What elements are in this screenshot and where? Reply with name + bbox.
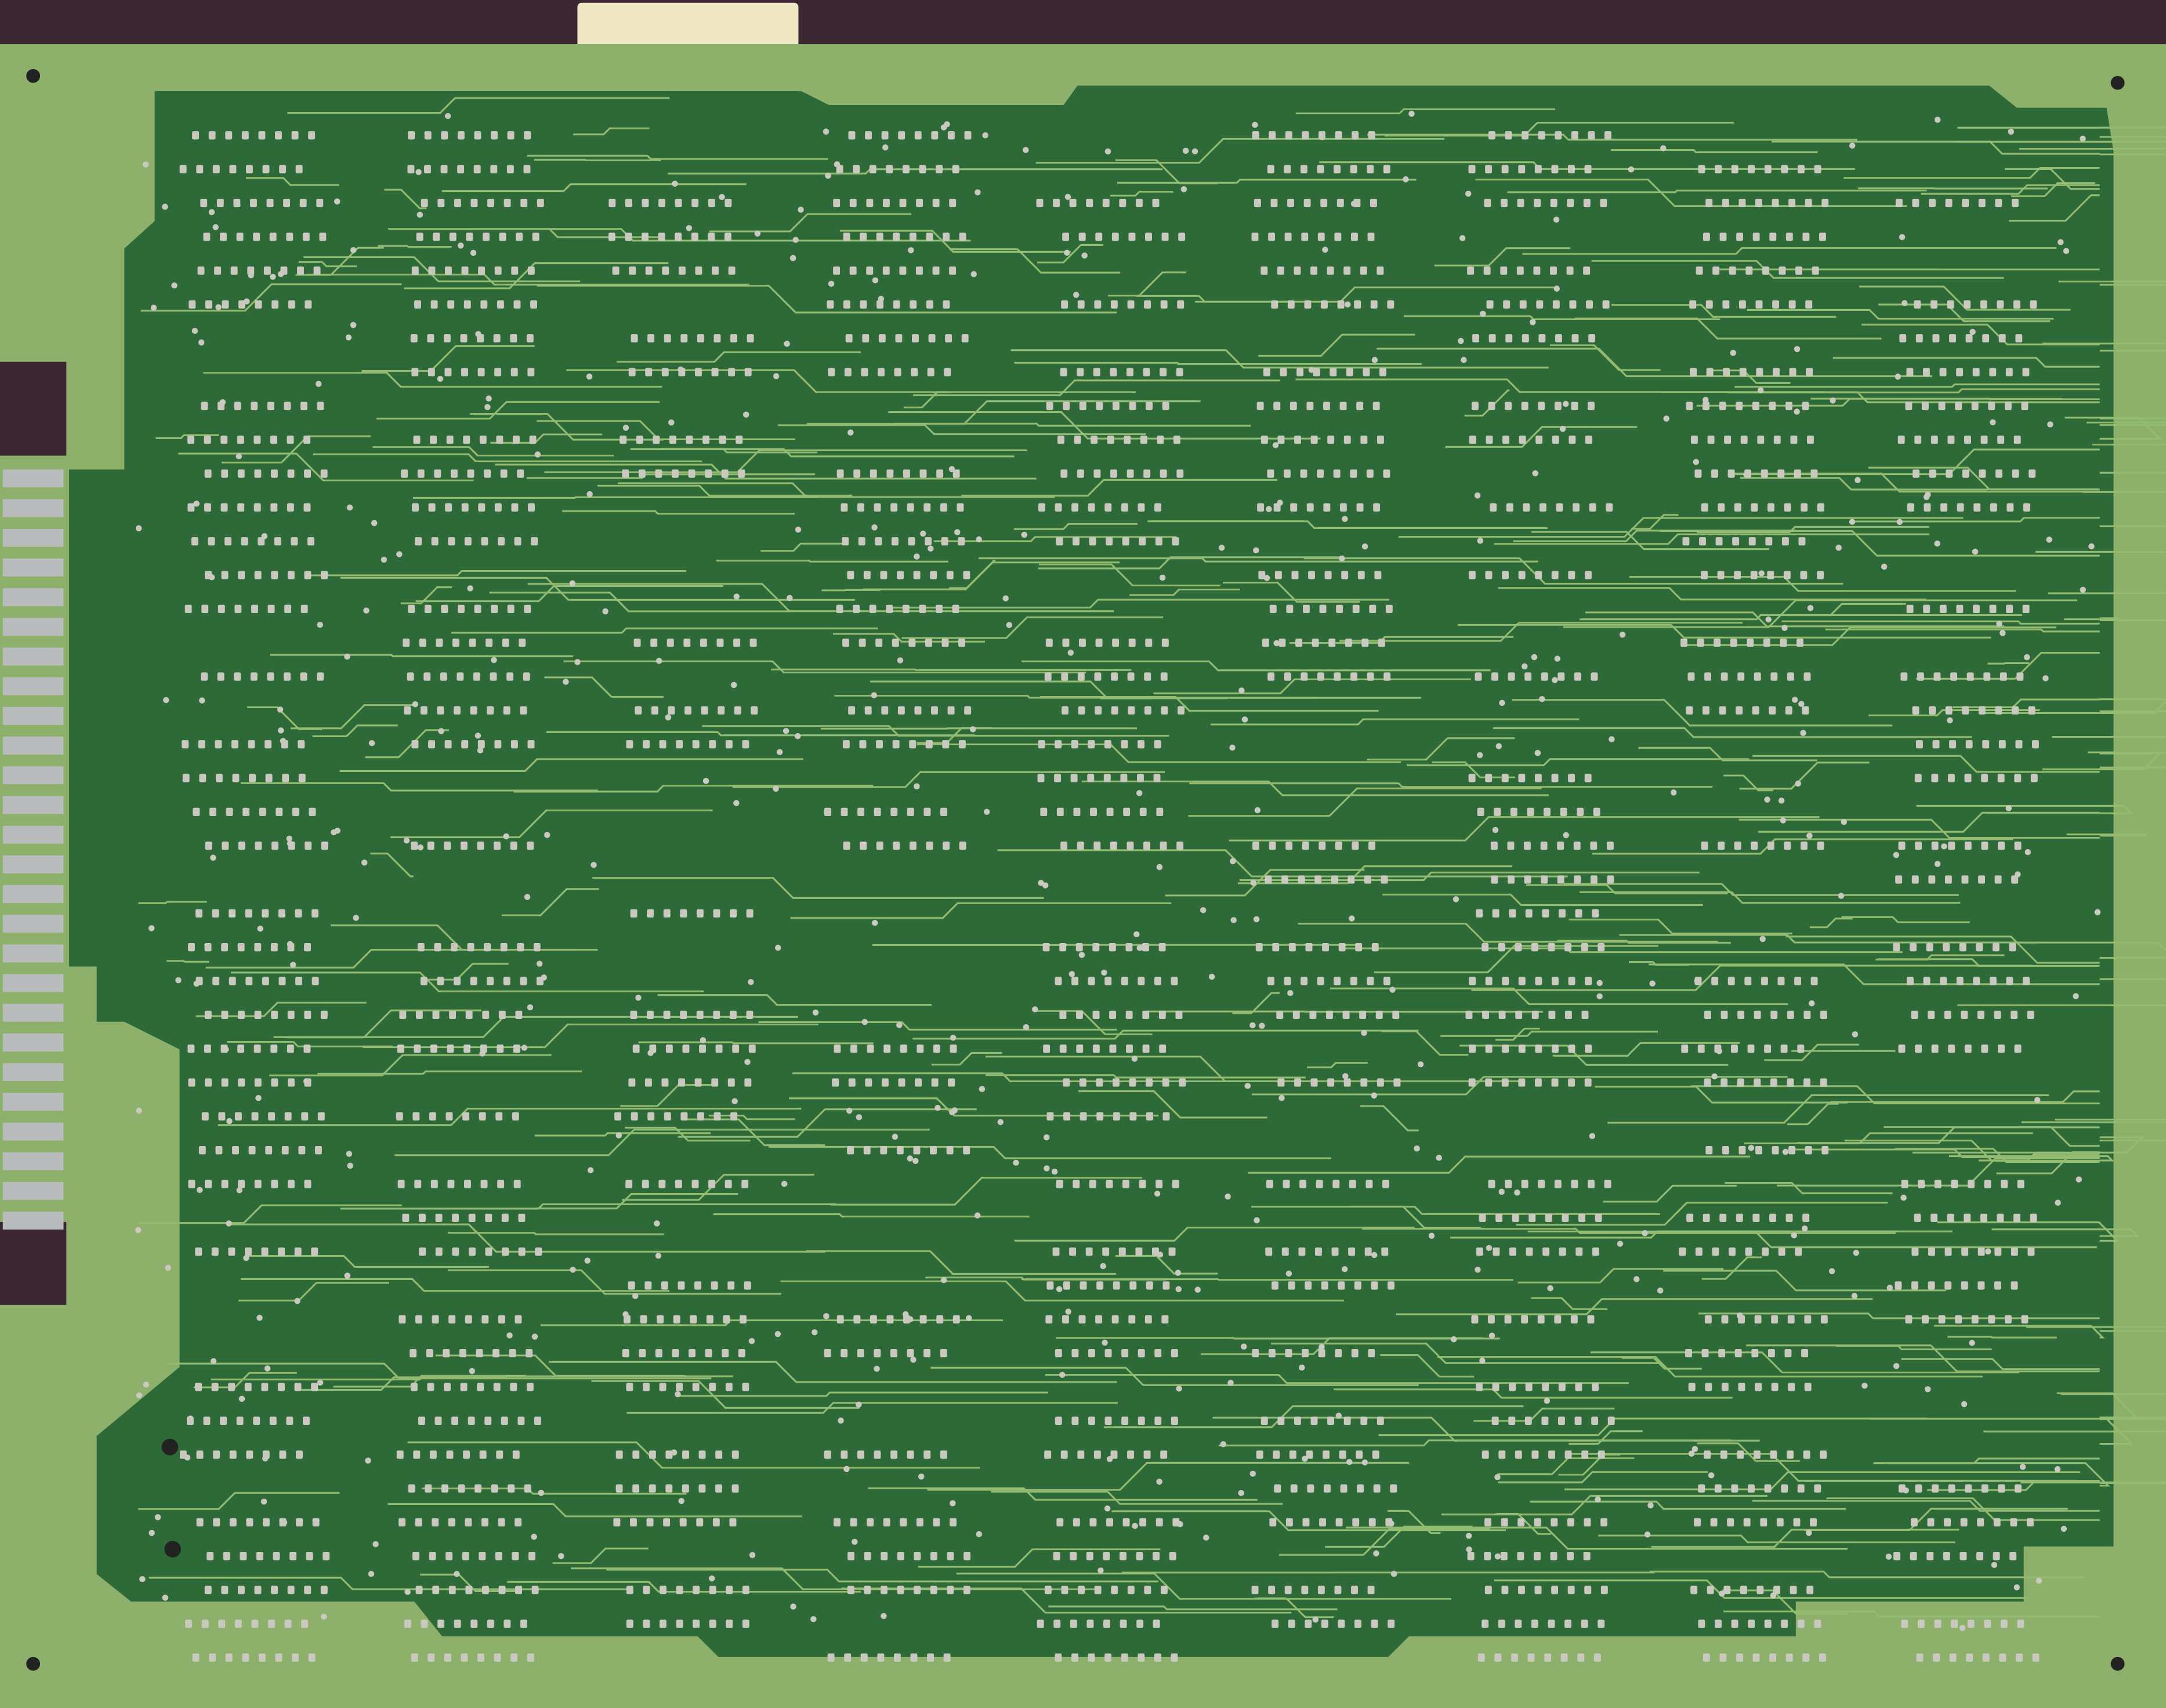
solder-pads <box>135 110 2101 1662</box>
top-connector <box>577 2 799 50</box>
copper-traces <box>138 97 2166 1619</box>
mounting-holes <box>26 69 2125 1671</box>
edge-connector-fingers <box>2 469 64 1230</box>
